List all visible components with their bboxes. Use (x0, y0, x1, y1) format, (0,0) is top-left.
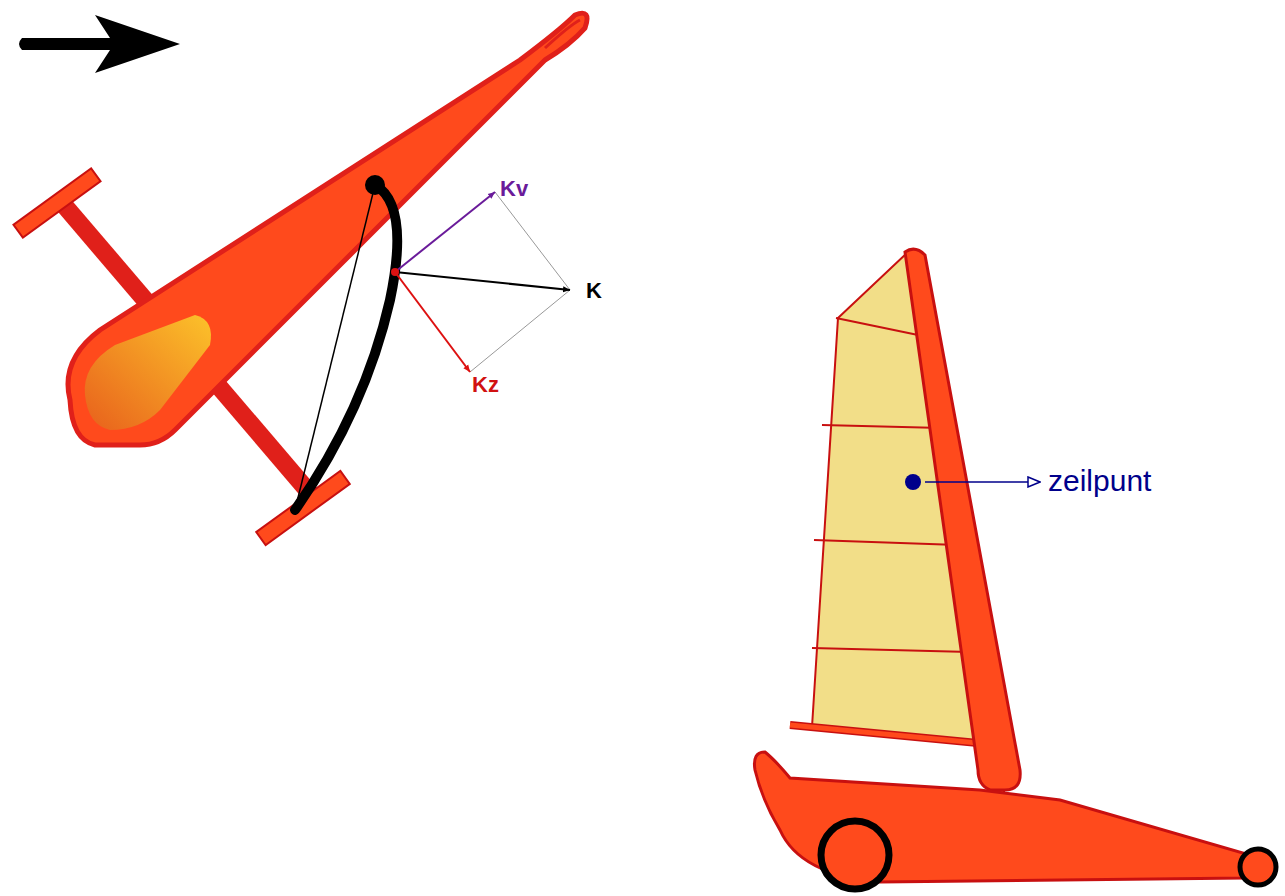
callout-label: zeilpunt (1048, 466, 1151, 496)
sail-top (295, 185, 397, 510)
sail-point (905, 474, 921, 490)
boom-line (295, 185, 375, 510)
mast (905, 249, 1020, 790)
sail-point-leader (925, 481, 1040, 483)
force-k (395, 272, 570, 290)
force-label: Kz (472, 374, 499, 396)
rear-wheel (821, 821, 889, 889)
force-kz (395, 272, 470, 372)
front-wheel (1240, 849, 1276, 885)
force-label: Kv (500, 178, 528, 200)
force-kv (395, 192, 495, 272)
wind-arrow (19, 15, 180, 73)
force-label: K (586, 280, 602, 302)
boom-side (790, 725, 978, 743)
cockpit (85, 315, 211, 430)
